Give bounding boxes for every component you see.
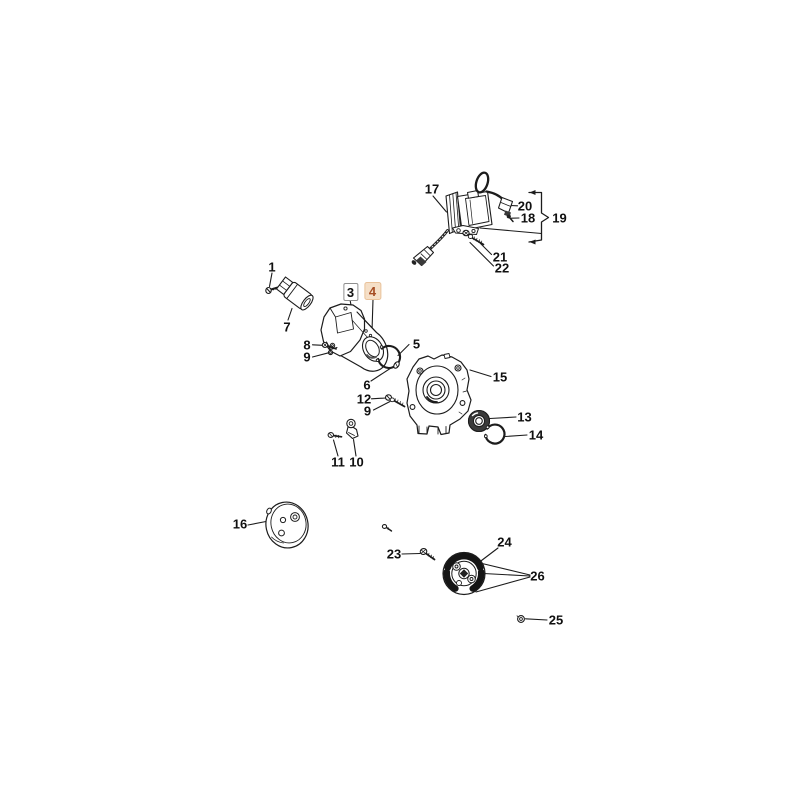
part-label-18[interactable]: 18	[520, 210, 536, 226]
part-label-15[interactable]: 15	[492, 369, 508, 385]
part-8-9-screws-drawing	[321, 341, 337, 356]
part-label-11[interactable]: 11	[331, 454, 345, 470]
part-label-25[interactable]: 25	[548, 612, 564, 628]
part-13-bearing-drawing	[467, 409, 491, 433]
part-label-12[interactable]: 12	[356, 391, 372, 407]
part-label-22[interactable]: 22	[494, 260, 510, 276]
part-label-21[interactable]: 21	[492, 249, 508, 264]
part-label-16[interactable]: 16	[232, 516, 248, 532]
part-12-screw-drawing	[384, 394, 406, 408]
part-label-4[interactable]: 4	[363, 282, 382, 300]
part-label-9[interactable]: 9	[303, 349, 311, 365]
part-label-17[interactable]: 17	[424, 181, 440, 197]
part-16-drum-drawing	[265, 501, 309, 549]
part-label-26[interactable]: 26	[530, 568, 545, 584]
part-label-5[interactable]: 5	[412, 336, 421, 351]
part-label-3[interactable]: 3	[342, 283, 359, 301]
part-label-14[interactable]: 14	[528, 427, 544, 443]
part-23-screw-drawing	[419, 548, 436, 561]
part-label-24[interactable]: 24	[497, 534, 512, 550]
part-label-20[interactable]: 20	[517, 198, 533, 214]
part-5-ring-drawing	[375, 344, 402, 369]
part-25-washer-drawing	[516, 615, 525, 623]
part-6-pin-drawing	[393, 361, 400, 369]
bracket-19	[479, 190, 550, 245]
part-24-26-clutch-drawing	[442, 551, 486, 596]
part-14-circlip-drawing	[483, 423, 506, 445]
small-screw-drawing	[381, 524, 393, 532]
part-label-13[interactable]: 13	[517, 409, 532, 425]
part-label-8[interactable]: 8	[303, 337, 311, 352]
part-label-10[interactable]: 10	[349, 454, 364, 470]
part-label-6[interactable]: 6	[363, 377, 371, 392]
part-label-9b[interactable]: 9	[363, 403, 372, 419]
part-label-7[interactable]: 7	[283, 319, 291, 334]
part-15-crankcase-drawing	[406, 353, 472, 436]
part-7-bushing-drawing	[275, 276, 314, 311]
part-label-23[interactable]: 23	[386, 546, 402, 562]
part-11-screw-drawing	[327, 432, 343, 439]
part-17-22-ignition-coil-drawing	[411, 171, 514, 267]
part-label-19[interactable]: 19	[552, 210, 567, 226]
part-10-bracket-drawing	[345, 418, 359, 440]
part-label-1[interactable]: 1	[268, 259, 276, 275]
